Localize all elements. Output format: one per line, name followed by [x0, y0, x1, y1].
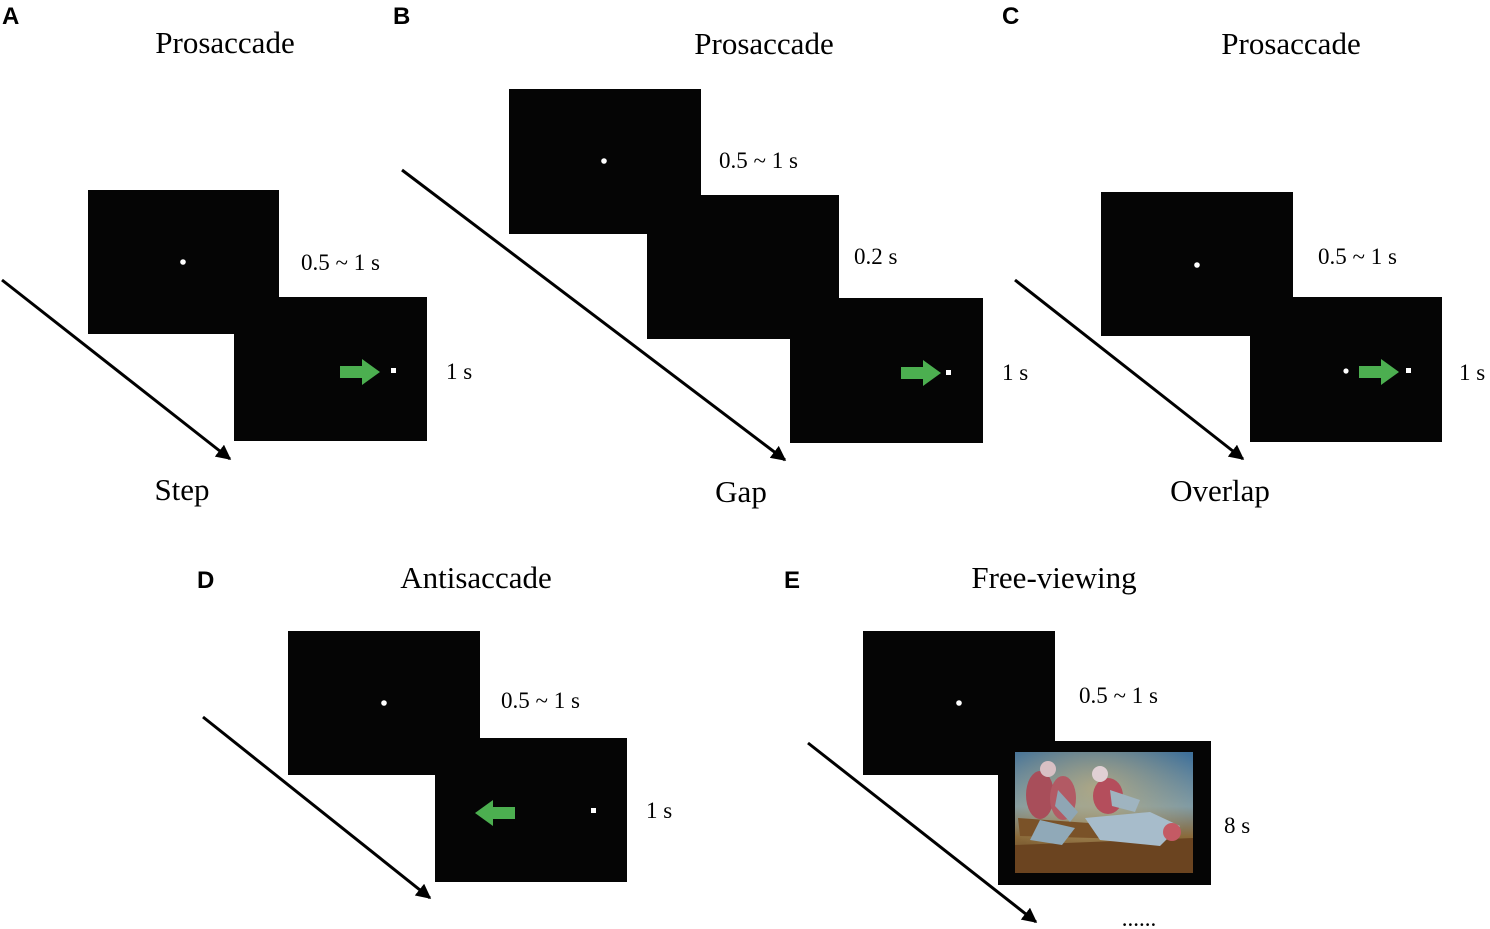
timeline-arrow-d: [202, 715, 432, 900]
parrots-photo: [1015, 752, 1193, 873]
panel-c: C Prosaccade 0.5 ~ 1 s 1 s Overlap: [1002, 3, 1485, 508]
timing-a-target: 1 s: [446, 359, 472, 384]
panel-a: A Prosaccade 0.5 ~ 1 s 1 s Step: [1, 3, 472, 507]
saccade-direction-arrow-c: [1359, 359, 1399, 385]
timeline-arrow-a: [1, 278, 232, 461]
paradigm-label-a: Step: [154, 472, 209, 507]
antisaccade-direction-arrow-d: [475, 800, 515, 826]
overlap-fixation-dot-c: [1343, 368, 1349, 374]
target-screen-a: [234, 297, 427, 441]
timeline-arrow-b: [401, 168, 787, 462]
target-dot-b: [946, 370, 951, 375]
panel-d: D Antisaccade 0.5 ~ 1 s 1 s: [197, 560, 672, 900]
target-screen-b: [790, 298, 983, 443]
panel-b: B Prosaccade 0.5 ~ 1 s 0.2 s 1 s Gap: [393, 3, 1028, 509]
saccade-direction-arrow-a: [340, 359, 380, 385]
panel-letter-a: A: [2, 3, 19, 30]
target-dot-a: [391, 368, 396, 373]
panel-e-title: Free-viewing: [971, 560, 1136, 595]
timing-b-target: 1 s: [1002, 360, 1028, 385]
timing-b-gap: 0.2 s: [854, 244, 898, 269]
fixation-dot-d: [381, 700, 387, 706]
timing-e-fixation: 0.5 ~ 1 s: [1079, 683, 1158, 708]
paradigm-label-c: Overlap: [1170, 473, 1270, 508]
timing-d-fixation: 0.5 ~ 1 s: [501, 688, 580, 713]
panel-letter-e: E: [784, 567, 800, 594]
continuation-ellipsis: ......: [1122, 906, 1157, 929]
panel-letter-c: C: [1002, 3, 1019, 30]
fixation-dot-e: [956, 700, 962, 706]
fixation-dot-c: [1194, 262, 1200, 268]
target-screen-d: [435, 738, 627, 882]
timing-a-fixation: 0.5 ~ 1 s: [301, 250, 380, 275]
panel-a-title: Prosaccade: [155, 25, 294, 60]
target-dot-d: [591, 808, 596, 813]
timing-e-image: 8 s: [1224, 813, 1250, 838]
panel-letter-b: B: [393, 3, 410, 30]
timing-d-target: 1 s: [646, 798, 672, 823]
timing-c-fixation: 0.5 ~ 1 s: [1318, 244, 1397, 269]
paradigm-label-b: Gap: [715, 474, 767, 509]
panel-b-title: Prosaccade: [694, 26, 833, 61]
saccade-direction-arrow-b: [901, 360, 941, 386]
panel-e: E Free-viewing 0.5 ~ 1 s 8 s ......: [784, 560, 1250, 929]
panel-letter-d: D: [197, 567, 214, 594]
panel-d-title: Antisaccade: [400, 560, 551, 595]
timing-b-fixation: 0.5 ~ 1 s: [719, 148, 798, 173]
timeline-arrow-c: [1014, 278, 1245, 461]
timeline-arrow-e: [807, 741, 1038, 924]
fixation-dot-a: [180, 259, 186, 265]
timing-c-target: 1 s: [1459, 360, 1485, 385]
target-dot-c: [1406, 368, 1411, 373]
panel-c-title: Prosaccade: [1221, 26, 1360, 61]
fixation-dot-b: [601, 158, 607, 164]
